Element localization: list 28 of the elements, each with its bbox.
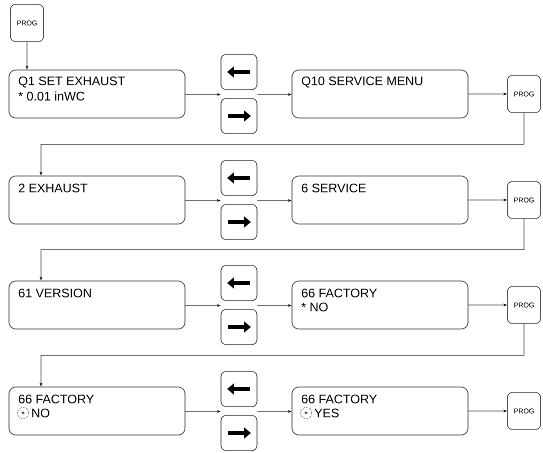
arrow	[185, 93, 220, 96]
display-box: 61 VERSION	[8, 280, 186, 330]
arrow	[40, 112, 524, 176]
display-box: Q10 SERVICE MENU	[292, 70, 468, 118]
display-box: 6 SERVICE	[292, 176, 468, 224]
arrow-key	[220, 309, 258, 345]
arrow	[468, 304, 507, 306]
arrow	[468, 198, 507, 202]
display-box: 66 FACTORY * NO	[292, 280, 468, 330]
arrow	[40, 218, 524, 280]
display-box: 2 EXHAUST	[8, 176, 186, 224]
arrow-key	[220, 204, 258, 240]
arrow	[468, 92, 507, 96]
arrow	[26, 42, 28, 70]
display-box: 66 FACTORY NO	[8, 386, 186, 436]
arrow-key	[220, 160, 258, 196]
display-box: Q1 SET EXHAUST * 0.01 inWC	[8, 70, 186, 118]
arrow	[185, 199, 220, 202]
display-box: 66 FACTORY YES	[292, 386, 468, 436]
arrow	[185, 304, 220, 307]
arrow	[40, 324, 524, 386]
arrow-key	[220, 371, 258, 407]
arrow-key	[220, 54, 258, 90]
arrow-key	[220, 98, 258, 134]
arrow	[185, 410, 220, 413]
arrow	[468, 410, 507, 412]
arrow-key	[220, 415, 258, 451]
arrow-key	[220, 265, 258, 301]
